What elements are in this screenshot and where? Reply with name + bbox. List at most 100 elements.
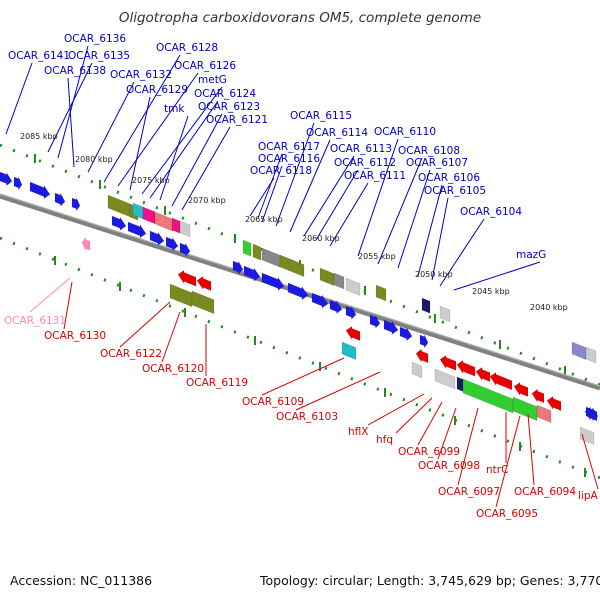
reverse-cog-box bbox=[462, 378, 514, 414]
forward-gene-label: OCAR_6129 bbox=[126, 84, 188, 96]
gene-features bbox=[0, 171, 599, 445]
reverse-gene-label: hfq bbox=[376, 434, 393, 446]
reverse-cog-box bbox=[434, 368, 456, 390]
reverse-cds-arrow bbox=[177, 269, 197, 287]
forward-cds-arrow bbox=[383, 319, 399, 335]
reverse-gene-label: OCAR_6122 bbox=[100, 348, 162, 360]
forward-cog-box bbox=[171, 217, 181, 234]
reverse-cds-arrow bbox=[584, 406, 598, 422]
forward-gene-label: OCAR_6124 bbox=[194, 88, 256, 100]
forward-cds-arrow bbox=[345, 305, 357, 320]
forward-gene-label: OCAR_6128 bbox=[156, 42, 218, 54]
forward-cog-box bbox=[261, 247, 281, 268]
forward-cog-box bbox=[375, 284, 387, 302]
kbp-tick-label: 2045 kbp bbox=[472, 287, 510, 296]
reverse-cds-arrow bbox=[489, 371, 513, 391]
reverse-label-leader bbox=[395, 397, 433, 434]
forward-gene-label: OCAR_6141 bbox=[8, 50, 70, 62]
kbp-tick-label: 2065 kbp bbox=[245, 215, 283, 224]
forward-cog-box bbox=[154, 211, 174, 232]
forward-cds-arrow bbox=[165, 236, 179, 252]
forward-gene-label: OCAR_6136 bbox=[64, 33, 126, 45]
forward-cog-box bbox=[333, 272, 345, 290]
forward-gene-label: tmk bbox=[164, 103, 185, 115]
reverse-cds-arrow bbox=[513, 381, 529, 397]
reverse-gene-label: OCAR_6098 bbox=[418, 460, 480, 472]
reverse-cds-arrow bbox=[439, 354, 457, 371]
forward-gene-label: OCAR_6110 bbox=[374, 126, 436, 138]
reverse-gene-label: ntrC bbox=[486, 464, 508, 476]
reverse-label-leader bbox=[161, 311, 181, 363]
forward-gene-label: OCAR_6126 bbox=[174, 60, 236, 72]
reverse-gene-label: OCAR_6099 bbox=[398, 446, 460, 458]
reverse-label-leader bbox=[581, 433, 599, 490]
forward-cds-arrow bbox=[243, 265, 261, 282]
forward-gene-label: OCAR_6121 bbox=[206, 114, 268, 126]
kbp-tick-label: 2060 kbp bbox=[302, 234, 340, 243]
reverse-cog-box bbox=[411, 361, 423, 379]
forward-cds-arrow bbox=[261, 272, 285, 291]
reverse-gene-label: OCAR_6130 bbox=[44, 330, 106, 342]
reverse-gene-label: OCAR_6097 bbox=[438, 486, 500, 498]
reverse-gene-label: OCAR_6109 bbox=[242, 396, 304, 408]
forward-cds-arrow bbox=[329, 299, 343, 315]
forward-gene-label: OCAR_6135 bbox=[68, 50, 130, 62]
reverse-label-leader bbox=[63, 281, 73, 330]
pseudo-label-leader bbox=[29, 277, 71, 313]
reverse-cds-arrow bbox=[531, 388, 545, 404]
reverse-label-leader bbox=[295, 371, 381, 411]
forward-cds-arrow bbox=[111, 215, 127, 231]
forward-gene-label: OCAR_6116 bbox=[258, 153, 320, 165]
label-leader-lines bbox=[5, 45, 599, 508]
forward-label-leader bbox=[5, 62, 33, 135]
reverse-track-line bbox=[0, 236, 600, 480]
reverse-cog-box bbox=[536, 404, 552, 423]
forward-gene-label: mazG bbox=[516, 249, 546, 261]
forward-gene-label: OCAR_6104 bbox=[460, 206, 522, 218]
reverse-gene-label: hflX bbox=[348, 426, 368, 438]
forward-label-leader bbox=[141, 86, 223, 195]
forward-label-leader bbox=[117, 72, 199, 187]
forward-gene-label: OCAR_6117 bbox=[258, 141, 320, 153]
kbp-tick-label: 2050 kbp bbox=[415, 270, 453, 279]
forward-cog-box bbox=[279, 254, 305, 277]
forward-label-leader bbox=[439, 218, 485, 287]
kbp-tick-label: 2075 kbp bbox=[132, 176, 170, 185]
reverse-label-leader bbox=[495, 415, 521, 508]
reverse-gene-label: OCAR_6103 bbox=[276, 411, 338, 423]
reverse-label-leader bbox=[119, 301, 171, 348]
forward-label-leader bbox=[257, 153, 283, 219]
reverse-cds-arrow bbox=[546, 395, 562, 411]
gene-labels: OCAR_6141OCAR_6136OCAR_6135OCAR_6138OCAR… bbox=[4, 33, 598, 520]
forward-gene-label: OCAR_6138 bbox=[44, 65, 106, 77]
forward-cds-arrow bbox=[232, 260, 244, 275]
forward-label-leader bbox=[103, 54, 181, 183]
forward-gene-label: OCAR_6123 bbox=[198, 101, 260, 113]
forward-label-leader bbox=[67, 77, 75, 168]
accession-text: Accession: NC_011386 bbox=[10, 573, 153, 588]
reverse-label-leader bbox=[417, 401, 443, 446]
forward-label-leader bbox=[289, 139, 331, 233]
forward-label-leader bbox=[377, 157, 423, 265]
kbp-tick-label: 2080 kbp bbox=[75, 155, 113, 164]
forward-gene-label: OCAR_6132 bbox=[110, 69, 172, 81]
forward-cds-arrow bbox=[369, 314, 381, 329]
forward-cds-arrow bbox=[179, 242, 191, 257]
forward-cog-box bbox=[439, 305, 451, 323]
map-title: Oligotropha carboxidovorans OM5, complet… bbox=[119, 10, 481, 26]
forward-cog-box bbox=[319, 267, 335, 286]
reverse-label-leader bbox=[367, 393, 425, 426]
forward-label-leader bbox=[129, 96, 151, 191]
forward-label-leader bbox=[275, 122, 315, 227]
forward-cds-arrow bbox=[311, 292, 329, 309]
pseudo-gene-label: OCAR_6131 bbox=[4, 315, 66, 327]
forward-cds-arrow bbox=[71, 197, 81, 212]
forward-cds-arrow bbox=[29, 181, 51, 200]
reverse-cog-box bbox=[191, 290, 215, 315]
reverse-cds-arrow bbox=[456, 359, 476, 377]
kbp-tick-label: 2070 kbp bbox=[188, 196, 226, 205]
forward-label-leader bbox=[149, 100, 219, 199]
forward-label-leader bbox=[87, 81, 135, 173]
reverse-gene-label: lipA bbox=[578, 490, 598, 502]
